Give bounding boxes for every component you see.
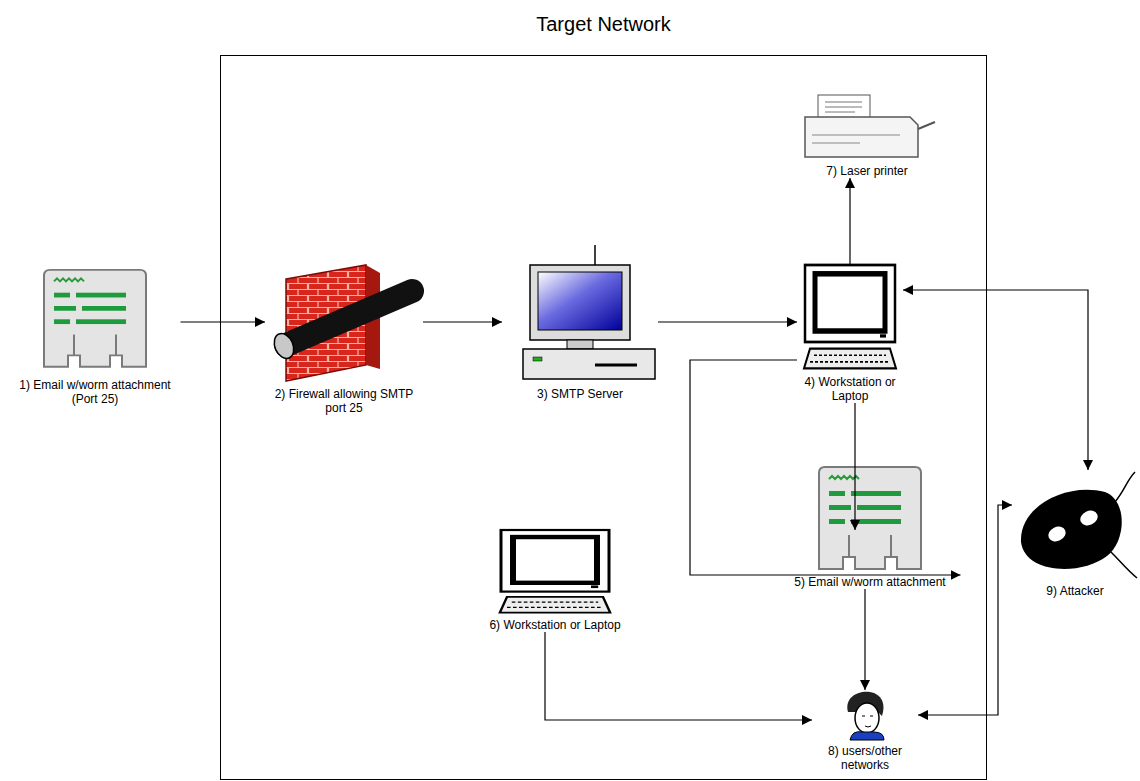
firewall-icon [271, 265, 412, 381]
connector-arrow [423, 321, 502, 322]
node-label: 9) Attacker [1012, 584, 1138, 598]
attacker-node: 9) Attacker [1012, 470, 1138, 598]
attacker-mask-icon [1021, 472, 1137, 578]
workstation-node: 6) Workstation or Laptop [477, 530, 633, 632]
connector-arrow [903, 290, 1088, 470]
user-icon [847, 692, 884, 740]
diagram-title: Target Network [221, 12, 986, 36]
connector-arrow [849, 178, 850, 265]
smtp-server-icon [523, 245, 655, 379]
printer-node: 7) Laser printer [797, 95, 938, 178]
connector-arrow [181, 321, 266, 322]
connector-arrow [918, 505, 1012, 715]
connector-arrow [690, 360, 961, 575]
laser-printer-icon [805, 95, 935, 157]
node-label: 5) Email w/worm attachment [780, 575, 961, 589]
node-label: 7) Laser printer [797, 164, 938, 178]
node-label: 3) SMTP Server [502, 387, 658, 401]
connector-arrow [658, 321, 797, 322]
node-label: 1) Email w/worm attachment (Port 25) [10, 378, 181, 406]
workstation-node: 4) Workstation or Laptop [797, 265, 903, 403]
user-node: 8) users/other networks [812, 690, 918, 772]
workstation-icon [804, 265, 896, 368]
connector-arrow [854, 403, 855, 530]
node-label: 8) users/other networks [812, 744, 918, 772]
server-node: 3) SMTP Server [502, 265, 658, 401]
email-node: 1) Email w/worm attachment (Port 25) [10, 270, 181, 406]
network-boundary: Target Network2) Firewall allowing SMTP … [220, 55, 987, 780]
connector-arrow [545, 632, 812, 720]
email-icon [819, 467, 921, 569]
node-label: 6) Workstation or Laptop [477, 618, 633, 632]
firewall-node: 2) Firewall allowing SMTP port 25 [265, 265, 423, 415]
node-label: 4) Workstation or Laptop [797, 375, 903, 403]
connector-arrow [864, 589, 865, 690]
node-label: 2) Firewall allowing SMTP port 25 [265, 387, 423, 415]
workstation-icon [500, 530, 610, 613]
email-icon [44, 270, 146, 367]
email-node: 5) Email w/worm attachment [780, 465, 961, 589]
